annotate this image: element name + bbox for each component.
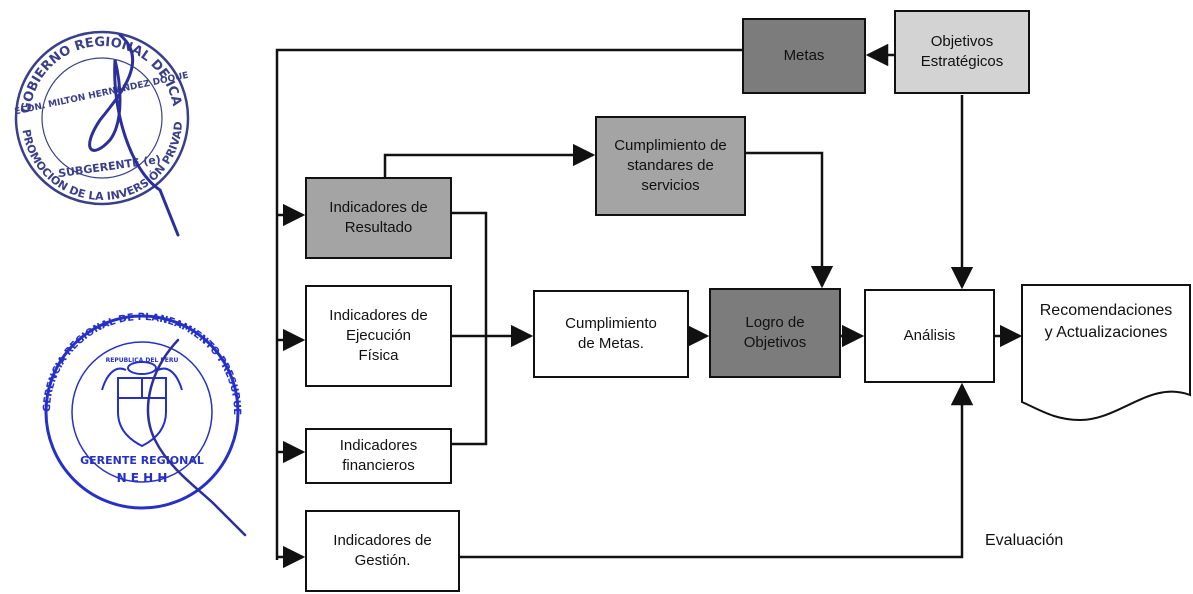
line-metas-to-bus (275, 48, 742, 560)
evaluacion-label: Evaluación (985, 532, 1064, 549)
objetivos-estrategicos-box: Objetivos Estratégicos (894, 10, 1030, 94)
indicadores-ejecucion-box: Indicadores de Ejecución Física (305, 285, 452, 387)
indicadores-gestion-box: Indicadores de Gestión. (305, 510, 460, 592)
shield-text: REPUBLICA DEL PERU (106, 357, 179, 364)
regional-seal-stamp: GOBIERNO REGIONAL DE ICA PROMOCIÓN DE LA… (0, 0, 190, 237)
arrow-standares-to-logro (746, 151, 834, 289)
arrow-resultado-to-standares (383, 143, 596, 177)
cumplimiento-standares-box: Cumplimiento de standares de servicios (595, 116, 746, 216)
indicadores-resultado-box: Indicadores de Resultado (305, 177, 452, 259)
gerencia-initials-text: N E H H (117, 471, 168, 485)
gerencia-seal-stamp: GERENCIA REGIONAL DE PLANEAMIENTO PRESUP… (30, 300, 247, 537)
signature-mark-top (88, 33, 180, 237)
indicadores-financieros-box: Indicadores financieros (305, 428, 452, 484)
line-resultado-to-merge (452, 211, 488, 446)
logro-objetivos-box: Logro de Objetivos (709, 288, 841, 378)
arrow-gestion-to-analisis (460, 382, 974, 559)
metas-box: Metas (742, 18, 866, 94)
analisis-box: Análisis (864, 289, 995, 383)
recomendaciones-box: Recomendaciones y Actualizaciones (1039, 302, 1173, 341)
recomendaciones-document-shape (1021, 284, 1191, 422)
coat-of-arms-icon (101, 361, 183, 448)
cumplimiento-metas-box: Cumplimiento de Metas. (533, 290, 689, 378)
signature-mark-bottom (146, 338, 247, 537)
gerencia-role-text: GERENTE REGIONAL (80, 454, 204, 467)
